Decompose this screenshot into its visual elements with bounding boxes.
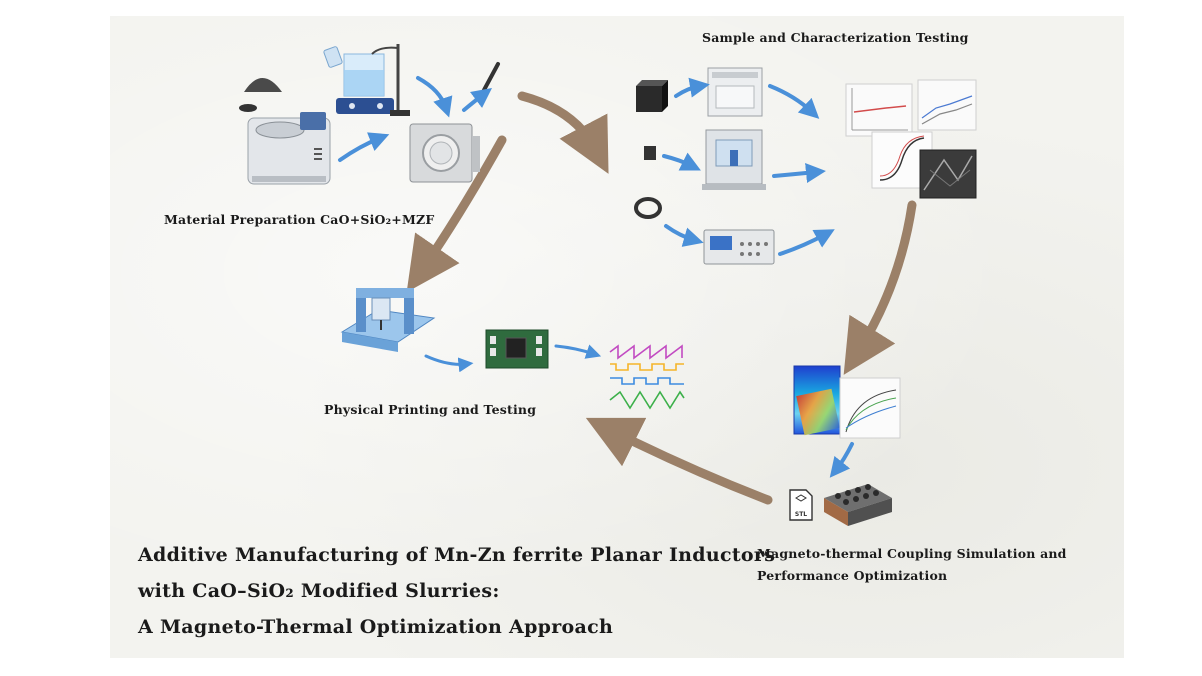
characterization-plots-icon (845, 79, 977, 199)
vial-icon (323, 46, 343, 68)
flow-arrows (406, 91, 917, 505)
characterization-illustration (634, 67, 977, 265)
impedance-analyzer-icon (703, 229, 775, 265)
title-line-2: with CaO–SiO₂ Modified Slurries: (138, 580, 500, 602)
step-arrow-printer-to-board (424, 354, 474, 373)
printing-illustration (340, 288, 685, 410)
step-arrow-analyzer-to-results (778, 229, 835, 256)
step-arrow-sim-to-model (829, 442, 854, 478)
printing-label: Physical Printing and Testing (324, 402, 537, 417)
stl-label: STL (795, 511, 807, 518)
inductor-array-model-icon (824, 484, 892, 526)
simulation-illustration: STL (789, 365, 901, 526)
magnetic-stirrer-icon (336, 44, 410, 116)
stl-file-icon: STL (789, 489, 813, 521)
step-arrow-oven-to-pipette (462, 87, 492, 112)
bar-sample-icon (644, 146, 656, 160)
simulation-label-line1: Magneto-thermal Coupling Simulation and (757, 546, 1067, 561)
characterization-label: Sample and Characterization Testing (702, 30, 969, 45)
cube-sample-icon (636, 80, 668, 112)
loss-curve-plot-icon (839, 377, 901, 439)
thermal-map-icon (796, 388, 840, 436)
step-arrow-cube-to-xrd (674, 77, 710, 98)
material-preparation-illustration (239, 44, 500, 185)
title-line-3: A Magneto-Thermal Optimization Approach (138, 616, 614, 638)
simulation-label-line2: Performance Optimization (757, 568, 948, 583)
step-arrow-bar-to-tester (662, 152, 701, 171)
drying-oven-icon (409, 123, 480, 183)
flow-arrow-to-simulation (843, 200, 917, 375)
powder-heap-icon (244, 78, 282, 92)
xrd-instrument-icon (707, 67, 763, 117)
material-preparation-label: Material Preparation CaO+SiO₂+MZF (164, 212, 435, 227)
step-arrow-board-to-waveform (554, 344, 602, 359)
step-arrow-ring-to-analyzer (664, 224, 704, 247)
step-arrow-stirrer-to-oven (416, 76, 453, 118)
ball-mill-icon (247, 112, 331, 185)
title-line-1: Additive Manufacturing of Mn-Zn ferrite … (138, 544, 776, 566)
step-arrow-xrd-to-results (768, 84, 820, 119)
planar-inductor-board-icon (485, 329, 549, 369)
oscilloscope-waveform-icon (609, 344, 685, 410)
3d-printer-icon (340, 288, 436, 352)
flow-arrow-to-characterization (517, 91, 609, 174)
ring-sample-icon (634, 197, 662, 219)
step-arrow-mill-to-stirrer (338, 132, 390, 162)
testing-machine-icon (702, 129, 766, 190)
step-arrow-tester-to-results (772, 163, 826, 183)
flow-arrow-to-printing (585, 417, 773, 505)
flow-arrow-to-material (406, 135, 507, 293)
